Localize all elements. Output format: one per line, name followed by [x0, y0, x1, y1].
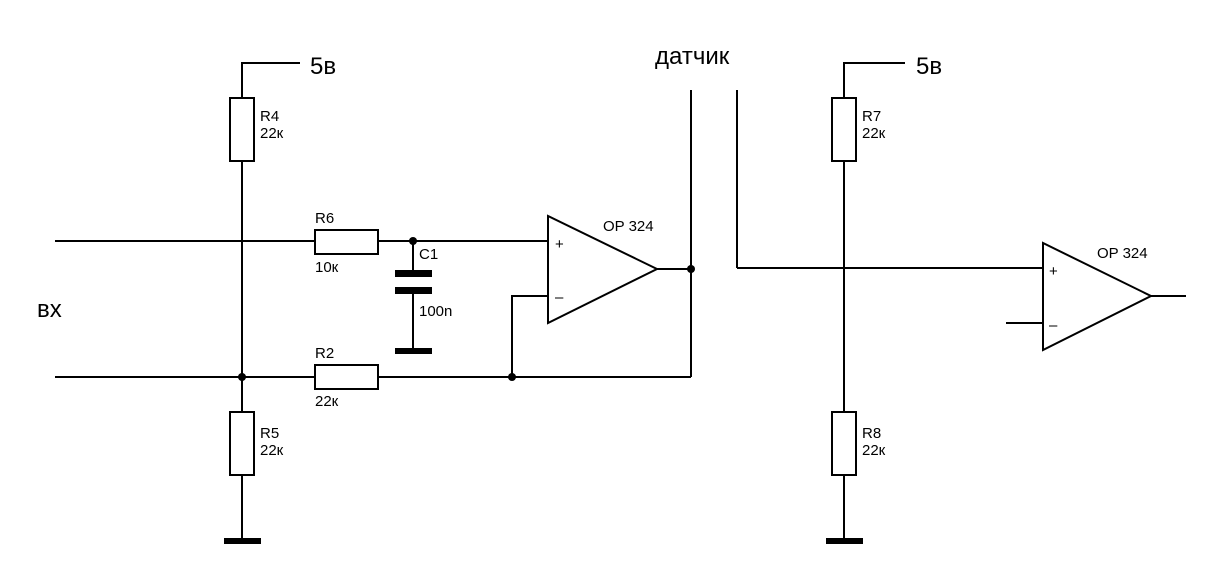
- r5-value: 22к: [260, 442, 284, 459]
- resistor-r2: [314, 364, 379, 390]
- c1-ref: C1: [419, 246, 438, 263]
- r2-ref: R2: [315, 345, 334, 362]
- c1-value: 100n: [419, 303, 452, 320]
- supply-wire-left: [241, 62, 300, 98]
- opamp-1-ref: OP 324: [603, 218, 654, 235]
- resistor-r8: [831, 411, 857, 476]
- r5-ref: R5: [260, 425, 279, 442]
- resistor-r6: [314, 229, 379, 255]
- input-label: вх: [37, 296, 62, 323]
- r8-ref: R8: [862, 425, 881, 442]
- r4-value: 22к: [260, 125, 284, 142]
- capacitor-c1-plate-bottom: [395, 287, 432, 294]
- supply-wire-right: [843, 62, 905, 98]
- r6-ref: R6: [315, 210, 334, 227]
- ground-right: [826, 538, 863, 544]
- opamp-2-minus: –: [1049, 317, 1058, 334]
- ground-left: [224, 538, 261, 544]
- sensor-label: датчик: [655, 43, 730, 70]
- capacitor-c1-plate-top: [395, 270, 432, 277]
- resistor-r5: [229, 411, 255, 476]
- c1-ground: [395, 348, 432, 354]
- opamp-2-ref: OP 324: [1097, 245, 1148, 262]
- r7-value: 22к: [862, 125, 886, 142]
- junction-output: [687, 265, 695, 273]
- opamp-1-minus: –: [555, 289, 564, 306]
- resistor-r4: [229, 97, 255, 162]
- r7-ref: R7: [862, 108, 881, 125]
- opamp-2-plus: +: [1049, 263, 1058, 280]
- junction-bus-bottom: [238, 373, 246, 381]
- supply-label-left: 5в: [310, 53, 336, 80]
- opamp-1-plus: +: [555, 236, 564, 253]
- r8-value: 22к: [862, 442, 886, 459]
- resistor-r7: [831, 97, 857, 162]
- minus-input-wire-1: [511, 295, 548, 377]
- r4-ref: R4: [260, 108, 279, 125]
- r2-value: 22к: [315, 393, 339, 410]
- r6-value: 10к: [315, 259, 339, 276]
- supply-label-right: 5в: [916, 53, 942, 80]
- opamp-2: [1042, 241, 1154, 352]
- opamp-1: [547, 214, 660, 325]
